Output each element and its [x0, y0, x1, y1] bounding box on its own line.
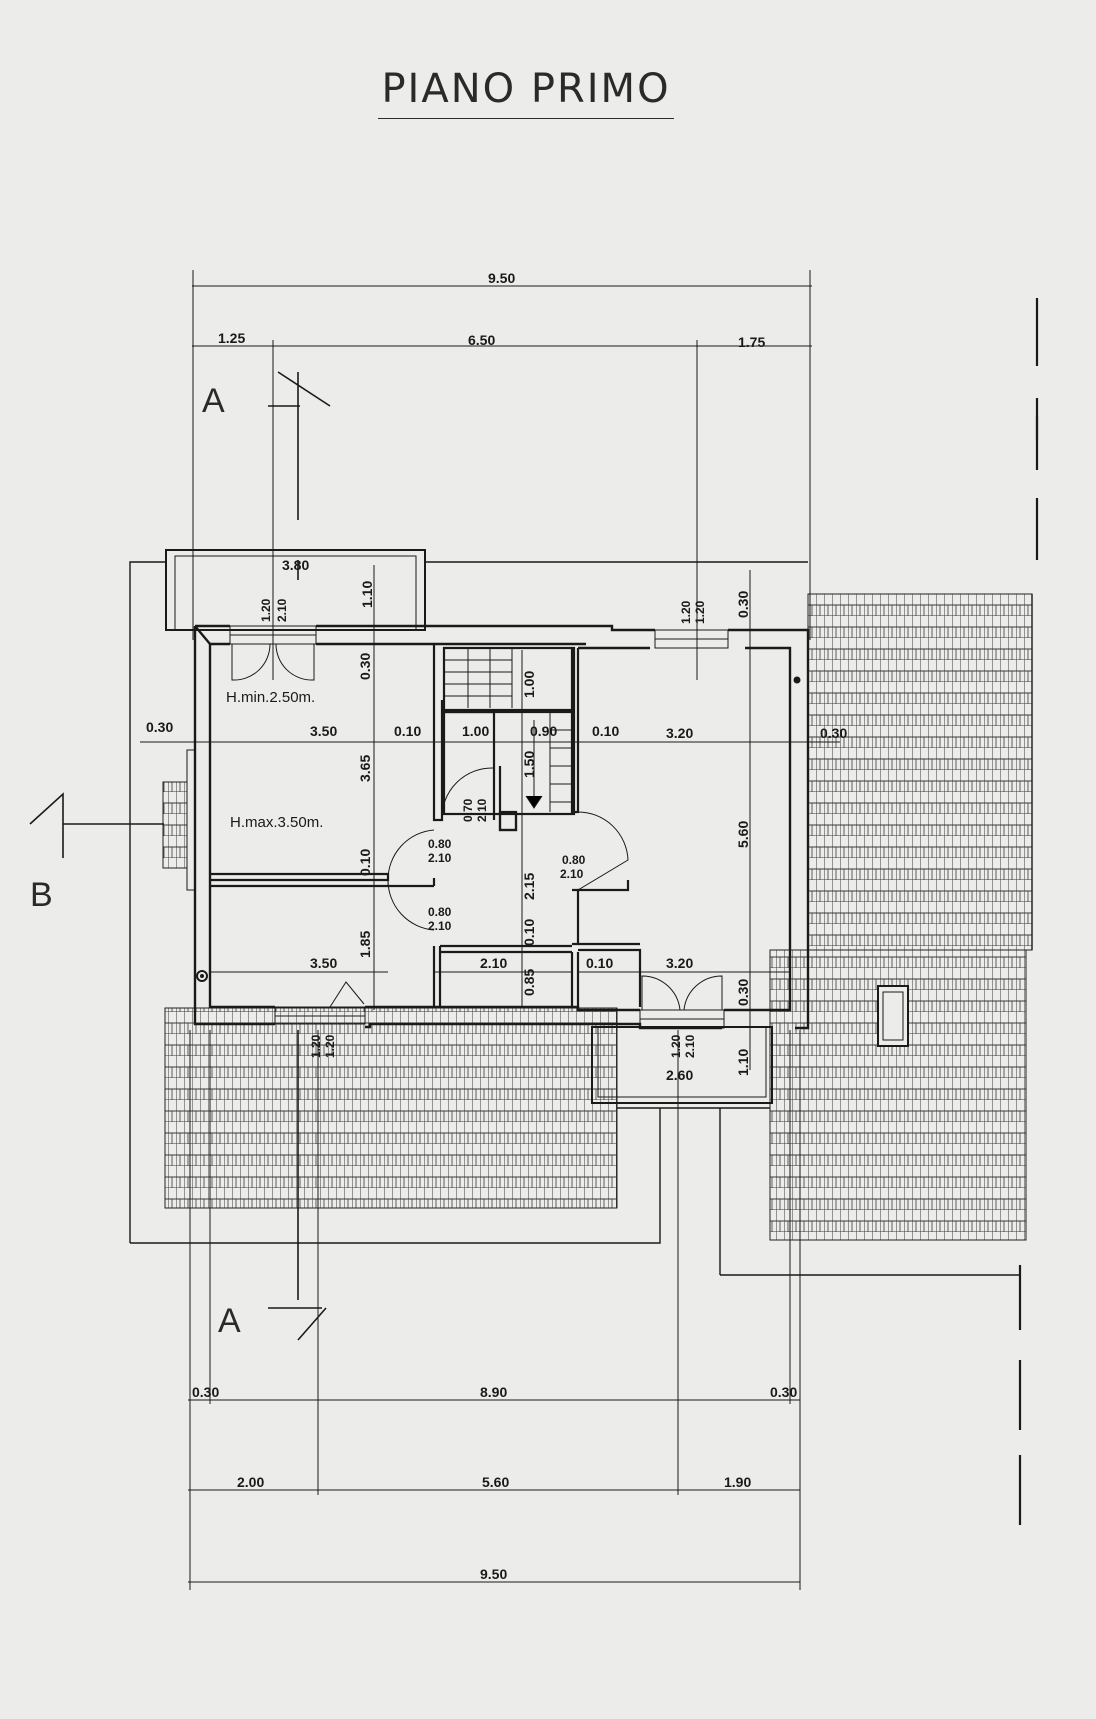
dim-wall-mid2: 0.10 — [592, 723, 619, 739]
dim-room-br-width: 3.20 — [666, 955, 693, 971]
dim-corridor-width: 2.10 — [480, 955, 507, 971]
dim-corridor-len: 2.15 — [521, 873, 537, 900]
dim-stair-landing: 1.50 — [521, 751, 537, 778]
dim-top-right: 1.75 — [738, 334, 765, 350]
dim-wall-br: 0.30 — [735, 979, 751, 1006]
dim-stair-run: 1.00 — [521, 671, 537, 698]
dim-side-left: 0.30 — [146, 719, 173, 735]
dim-bath-door-h: 2.10 — [475, 798, 489, 822]
dim-top-overall: 9.50 — [488, 270, 515, 286]
roof-tiles-right-upper — [807, 593, 1033, 951]
dim-balcony-bottom-width: 2.60 — [666, 1067, 693, 1083]
section-line-b — [29, 792, 164, 858]
corner-symbol-left-dot — [200, 974, 204, 978]
dim-room-right-width: 3.20 — [666, 725, 693, 741]
dim-bottom-row1-left: 0.30 — [192, 1384, 219, 1400]
dim-wall-h1: 0.10 — [357, 849, 373, 876]
dim-hall-width: 1.00 — [462, 723, 489, 739]
dim-door1-w: 0.80 — [428, 837, 452, 851]
dim-wall-mid3: 0.10 — [586, 955, 613, 971]
corner-symbol-right — [793, 676, 801, 684]
dim-door1-h: 2.10 — [428, 851, 452, 865]
dim-bottom-row2-left: 2.00 — [237, 1474, 264, 1490]
dim-room-bl-width: 3.50 — [310, 955, 337, 971]
dim-bottom-row1-right: 0.30 — [770, 1384, 797, 1400]
dim-top-left: 1.25 — [218, 330, 245, 346]
title-underline — [378, 118, 674, 119]
roof-outline — [129, 561, 1033, 1276]
dim-balcony-bottom-win-h: 2.10 — [683, 1034, 697, 1058]
dim-bottom-overall: 9.50 — [480, 1566, 507, 1582]
dim-stair-width: 0.90 — [530, 723, 557, 739]
dim-balcony-top-depth: 1.10 — [359, 581, 375, 608]
roof-tiles-bottom-left — [164, 1007, 618, 1209]
dim-room-right-height: 5.60 — [735, 821, 751, 848]
dim-room-tl-height: 3.65 — [357, 755, 373, 782]
dim-balcony-bottom-depth: 1.10 — [735, 1049, 751, 1076]
dim-tr-window-w: 1.20 — [679, 600, 693, 624]
dim-bottom-row1-mid: 8.90 — [480, 1384, 507, 1400]
dim-room-tl-width: 3.50 — [310, 723, 337, 739]
dim-door2-h: 2.10 — [428, 919, 452, 933]
dim-bottom-row2-mid: 5.60 — [482, 1474, 509, 1490]
dim-tr-window-h: 1.20 — [693, 600, 707, 624]
drawing-title: PIANO PRIMO — [381, 66, 671, 112]
skylight-inner — [882, 991, 904, 1041]
dim-tr-wall: 0.30 — [735, 591, 751, 618]
dim-bl-window-w: 1.20 — [309, 1034, 323, 1058]
dim-balcony-bottom-win-w: 1.20 — [669, 1034, 683, 1058]
dim-door3-w: 0.80 — [562, 853, 586, 867]
dim-wall-h2: 0.10 — [521, 919, 537, 946]
dim-room-bl-height: 1.85 — [357, 931, 373, 958]
cut-line-right — [1018, 298, 1039, 1525]
dim-balcony-top-width: 3.80 — [282, 557, 309, 573]
dim-balcony-top-win-h: 2.10 — [275, 598, 289, 622]
corner-symbol-left — [196, 970, 208, 982]
dim-bath-door: 0.70 — [461, 798, 475, 822]
dim-wall-mid1: 0.10 — [394, 723, 421, 739]
dim-bl-window-h: 1.20 — [323, 1034, 337, 1058]
section-label-b: B — [30, 876, 53, 914]
dim-wall-h3: 0.85 — [521, 969, 537, 996]
section-line-a — [268, 371, 331, 1341]
section-label-a-top: A — [202, 382, 225, 420]
dim-door3-h: 2.10 — [560, 867, 584, 881]
dim-balcony-top-win-w: 1.20 — [259, 598, 273, 622]
room-label-hmax: H.max.3.50m. — [230, 814, 323, 831]
section-label-a-bottom: A — [218, 1302, 241, 1340]
dim-wall-top-left: 0.30 — [357, 653, 373, 680]
dim-door2-w: 0.80 — [428, 905, 452, 919]
room-label-hmin: H.min.2.50m. — [226, 689, 315, 706]
dimension-lines — [140, 270, 840, 1590]
balcony-top — [165, 549, 426, 631]
dim-side-right: 0.30 — [820, 725, 847, 741]
dim-top-middle: 6.50 — [468, 332, 495, 348]
chimney-grille-left — [162, 781, 188, 869]
dim-bottom-row2-right: 1.90 — [724, 1474, 751, 1490]
stair-treads — [444, 648, 572, 812]
